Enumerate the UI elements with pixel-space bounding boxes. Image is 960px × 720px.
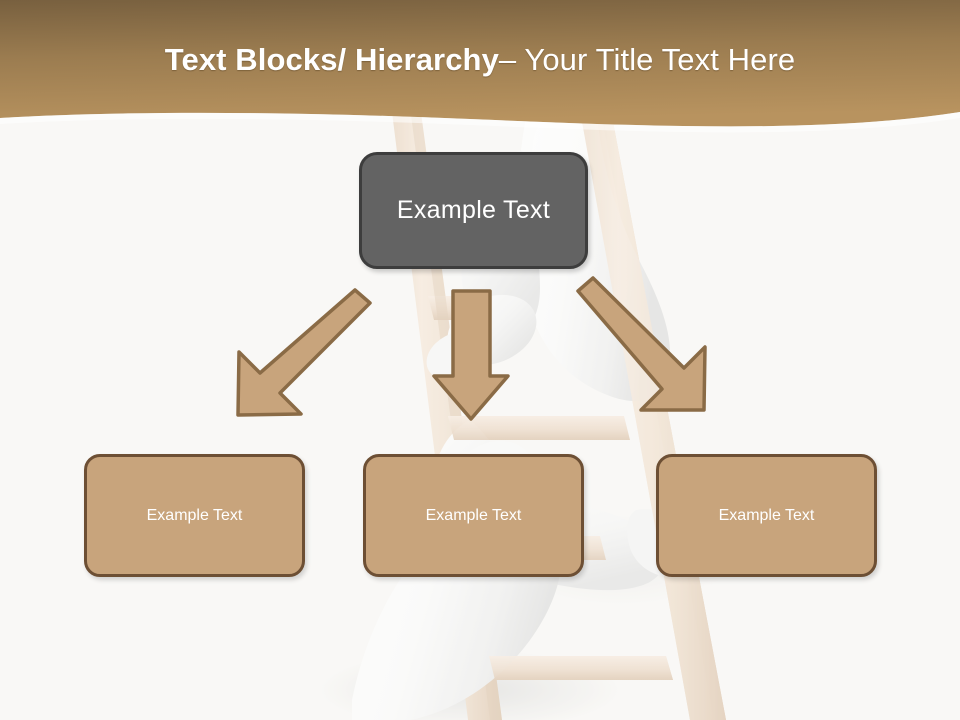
hierarchy-child-node-1[interactable]: Example Text: [84, 454, 305, 577]
page-title: Text Blocks/ Hierarchy – Your Title Text…: [0, 0, 960, 120]
hierarchy-child-label-1: Example Text: [146, 506, 243, 524]
hierarchy-child-node-2[interactable]: Example Text: [363, 454, 584, 577]
hierarchy-child-node-3[interactable]: Example Text: [656, 454, 877, 577]
page-title-bold: Text Blocks/ Hierarchy: [164, 42, 499, 77]
header-banner: [0, 0, 960, 140]
hierarchy-child-label-2: Example Text: [425, 506, 522, 524]
hierarchy-root-label: Example Text: [396, 196, 551, 224]
hierarchy-child-label-3: Example Text: [718, 506, 815, 524]
page-title-regular: – Your Title Text Here: [498, 42, 796, 77]
hierarchy-root-node[interactable]: Example Text: [359, 152, 588, 269]
